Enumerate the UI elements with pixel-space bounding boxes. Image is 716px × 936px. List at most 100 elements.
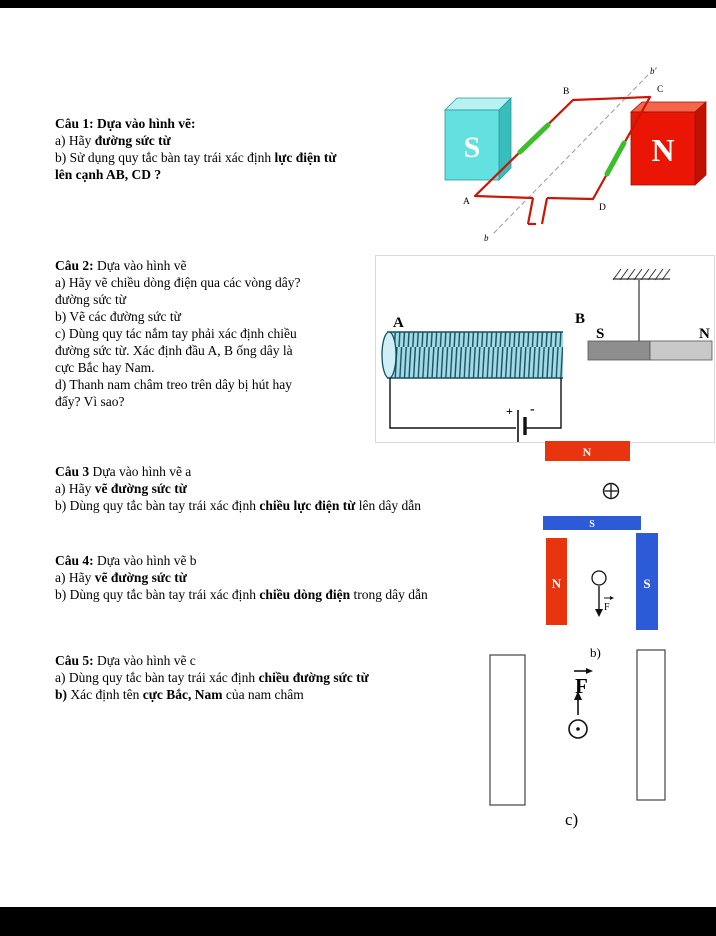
hatch-line [626, 268, 636, 281]
force-vector-bar-head [610, 596, 614, 600]
figure-c-unlabeled-poles: F c) [489, 649, 666, 829]
pole-n-label: N [552, 576, 562, 591]
coil-end-a-label: A [393, 315, 404, 331]
green-segment-cd [604, 140, 627, 177]
bottom-border-bar [0, 907, 716, 936]
text-run-normal: Dựa vào hình vẽ c [93, 653, 196, 668]
q3-line-b: b) Dùng quy tắc bàn tay trái xác định ch… [55, 497, 421, 514]
text-run-normal: trong dây dẫn [350, 587, 428, 602]
question-4-text: Câu 4: Dựa vào hình vẽ b a) Hãy vẽ đường… [55, 552, 428, 603]
q2-line-c: c) Dùng quy tác nắm tay phải xác định ch… [55, 326, 297, 341]
wire-loop-outline [473, 95, 652, 201]
q5-title: Câu 5: Dựa vào hình vẽ c [55, 652, 369, 669]
figure-b-caption: b) [590, 645, 601, 660]
text-run-normal: của nam châm [222, 687, 304, 702]
magnet-south-block: S [444, 97, 512, 181]
q2-line-c2: đường sức từ. Xác định đầu A, B ống dây … [55, 343, 293, 358]
text-run-bold: chiều đường sức từ [258, 670, 369, 685]
magnet-south-front-face [444, 109, 500, 181]
question-2-text: Câu 2: Dựa vào hình vẽ a) Hãy vẽ chiều d… [55, 257, 301, 410]
hanging-bar-magnet: S N [587, 326, 713, 361]
q2-line-c3: cực Bắc hay Nam. [55, 360, 155, 375]
magnet-north-side-face [694, 101, 707, 186]
battery-circuit: + - [389, 378, 562, 442]
corner-label-c: C [657, 85, 663, 95]
q2-line-a: a) Hãy vẽ chiều dòng điện qua các vòng d… [55, 275, 301, 290]
pole-s-bar [636, 533, 658, 630]
hatch-line [654, 268, 664, 281]
q1-line-b: b) Sử dụng quy tắc bàn tay trái xác định… [55, 149, 336, 166]
hatch-line [612, 268, 622, 281]
wire-cross-section-circle [591, 570, 607, 586]
magnet-north-block: N [629, 101, 708, 186]
q4-line-a: a) Hãy vẽ đường sức từ [55, 569, 428, 586]
text-run-normal: a) Dùng quy tắc bàn tay trái xác định [55, 670, 259, 685]
text-run-normal: Dựa vào hình vẽ b [93, 553, 197, 568]
figure-q2-solenoid-and-hanging-magnet: A B + - [375, 255, 715, 443]
ceiling-mount [612, 268, 671, 341]
wire-lead-right [540, 197, 549, 225]
force-arrow-head [595, 609, 603, 617]
q4-line-b: b) Dùng quy tắc bàn tay trái xác định ch… [55, 586, 428, 603]
pole-n-bar [545, 441, 630, 461]
force-label: F [604, 602, 610, 613]
text-run-bold: Câu 2: [55, 258, 94, 273]
text-run-normal: Dựa vào hình vẽ [93, 258, 187, 273]
force-vector-label: F [574, 668, 593, 698]
rotation-axis-line [491, 74, 649, 236]
figure-q1-loop-between-magnets: b' b S N A B C D [444, 66, 708, 243]
force-vector-bar-head [586, 668, 593, 674]
q2-title: Câu 2: Dựa vào hình vẽ [55, 257, 301, 274]
hatch-line [619, 268, 629, 281]
corner-label-b: B [563, 87, 569, 97]
text-run-bold: vẽ đường sức từ [94, 570, 187, 585]
q2-line-d: d) Thanh nam châm treo trên dây bị hút h… [55, 377, 293, 392]
pole-n-bar [546, 538, 567, 625]
corner-label-a: A [463, 197, 470, 207]
hatch-line [640, 268, 650, 281]
figure-a-horizontal-poles: N S [543, 441, 641, 530]
q1-line-a: a) Hãy đường sức từ [55, 132, 336, 149]
force-arrow-up [574, 691, 582, 715]
pole-s-label: S [643, 576, 650, 591]
text-run-normal: lên dây dẫn [355, 498, 422, 513]
q3-title: Câu 3 Dựa vào hình vẽ a [55, 463, 421, 480]
question-3-text: Câu 3 Dựa vào hình vẽ a a) Hãy vẽ đường … [55, 463, 421, 514]
text-run-bold: đường sức từ [94, 133, 171, 148]
q1-line-b2: lên cạnh AB, CD ? [55, 167, 162, 182]
wire-loop [473, 95, 652, 226]
battery-plus-label: + [506, 404, 513, 418]
text-run-normal: a) Hãy [55, 133, 95, 148]
question-1-text: Câu 1: Dựa vào hình vẽ: a) Hãy đường sức… [55, 115, 336, 183]
q5-line-b: b) Xác định tên cực Bắc, Nam của nam châ… [55, 686, 369, 703]
coil-end-b-label: B [575, 311, 585, 327]
text-run-normal: b) Sử dụng quy tắc bàn tay trái xác định [55, 150, 275, 165]
q2-line-b: b) Vẽ các đường sức từ [55, 309, 181, 324]
question-5-text: Câu 5: Dựa vào hình vẽ c a) Dùng quy tắc… [55, 652, 369, 703]
text-run-bold: cực Bắc, Nam [142, 687, 223, 702]
q2-line-d2: đẩy? Vì sao? [55, 394, 125, 409]
north-pole-label: N [651, 132, 674, 168]
text-run-normal: a) Hãy [55, 570, 95, 585]
text-run-normal: b) Dùng quy tắc bàn tay trái xác định [55, 587, 260, 602]
figure-b-vertical-poles: N S F b) [546, 533, 658, 660]
text-run-bold: lực điện từ [274, 150, 337, 165]
circuit-wire-right [525, 378, 562, 429]
solenoid-windings [387, 332, 563, 378]
circuit-wire-left [389, 378, 516, 429]
current-dot [576, 727, 580, 731]
hatch-line [647, 268, 657, 281]
magnet-north-front-face [630, 111, 696, 186]
hanging-magnet-s-half [587, 340, 651, 361]
solenoid-coil [381, 331, 563, 379]
hanging-magnet-s-label: S [596, 326, 604, 342]
pole-n-label: N [583, 445, 592, 459]
q5-line-a: a) Dùng quy tắc bàn tay trái xác định ch… [55, 669, 369, 686]
south-pole-label: S [464, 131, 481, 164]
force-arrow-down: F [595, 586, 614, 617]
top-border-bar [0, 0, 716, 8]
axis-label-bottom: b [484, 233, 489, 243]
figure-c-caption: c) [565, 810, 578, 829]
text-run-normal: Dựa vào hình vẽ a [89, 464, 192, 479]
